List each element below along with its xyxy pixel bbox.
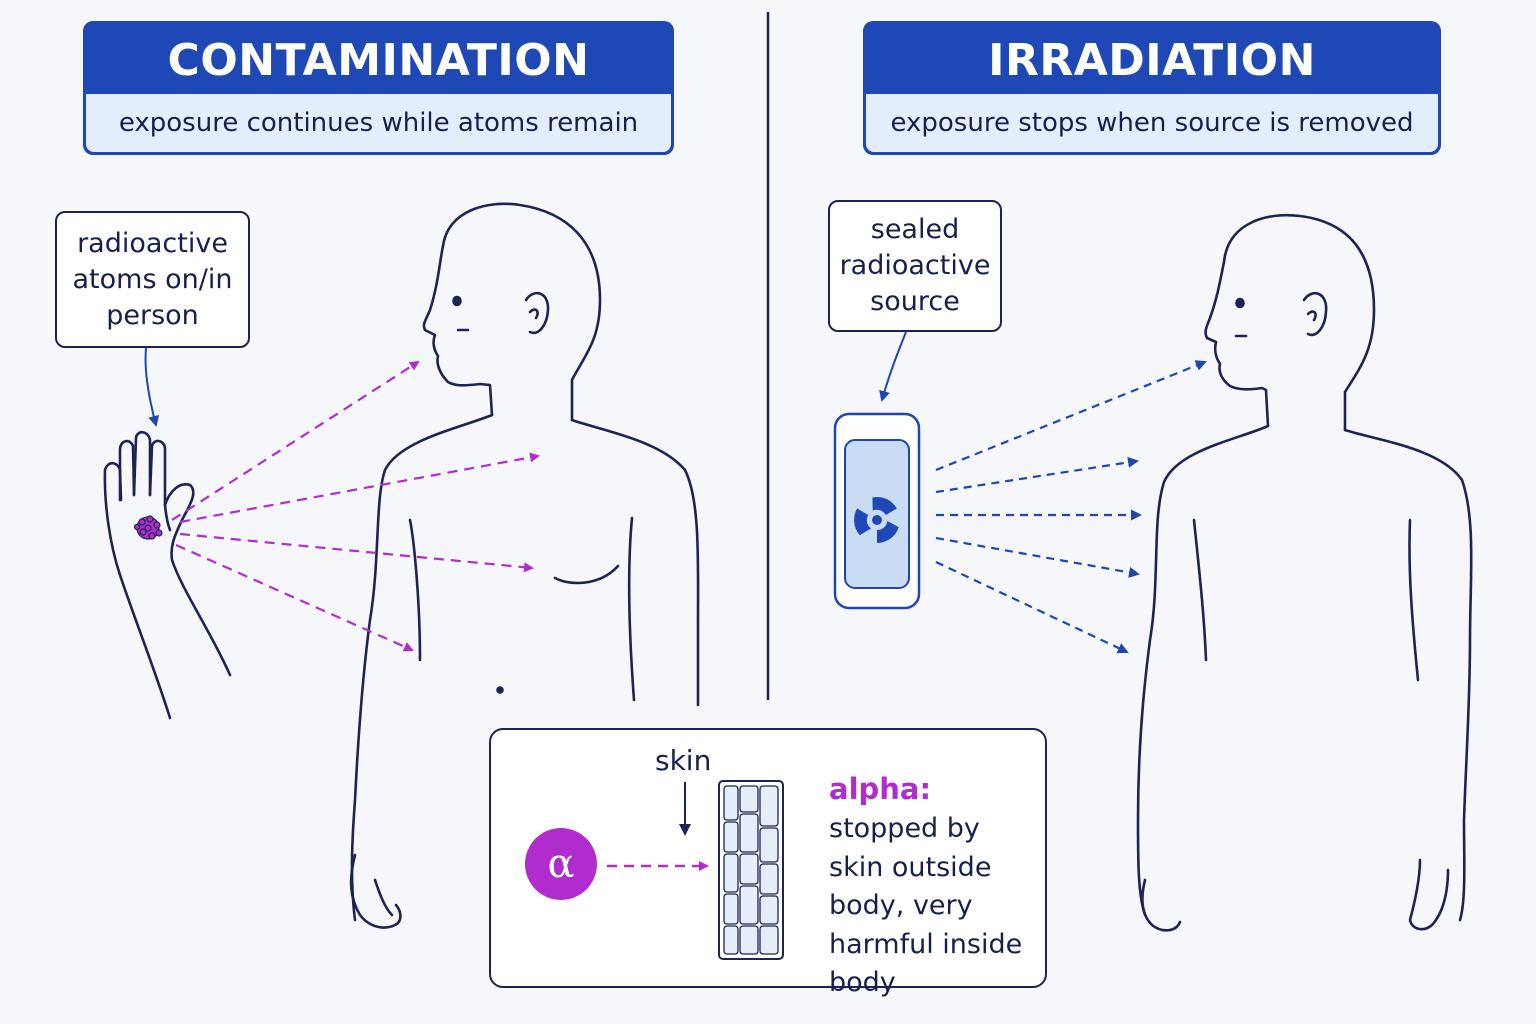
radioactive-atoms-cluster [133, 515, 163, 540]
contamination-callout: radioactive atoms on/in person [55, 211, 250, 348]
contamination-title: CONTAMINATION [167, 35, 590, 86]
skin-label: skin [655, 744, 712, 777]
callout-arrow-left [144, 347, 159, 427]
right-person-silhouette-icon [1136, 213, 1473, 932]
contamination-subtitle: exposure continues while atoms remain [86, 94, 671, 152]
left-person-silhouette-icon [349, 202, 700, 929]
radiation-trefoil-icon [854, 497, 899, 543]
contamination-header: CONTAMINATION exposure continues while a… [83, 21, 674, 155]
irradiation-title: IRRADIATION [988, 35, 1316, 86]
alpha-rays [171, 360, 540, 652]
sealed-source-device [833, 412, 921, 610]
irradiation-subtitle: exposure stops when source is removed [866, 94, 1438, 152]
alpha-description: stopped by skin outside body, very harmf… [829, 813, 1023, 998]
irradiation-header: IRRADIATION exposure stops when source i… [863, 21, 1441, 155]
gamma-rays [935, 360, 1207, 654]
hand-icon [103, 430, 232, 720]
irradiation-callout: sealed radioactive source [828, 200, 1002, 332]
alpha-particle-icon: α [525, 828, 597, 900]
callout-arrow-right [879, 331, 907, 402]
alpha-title: alpha: [829, 772, 932, 806]
